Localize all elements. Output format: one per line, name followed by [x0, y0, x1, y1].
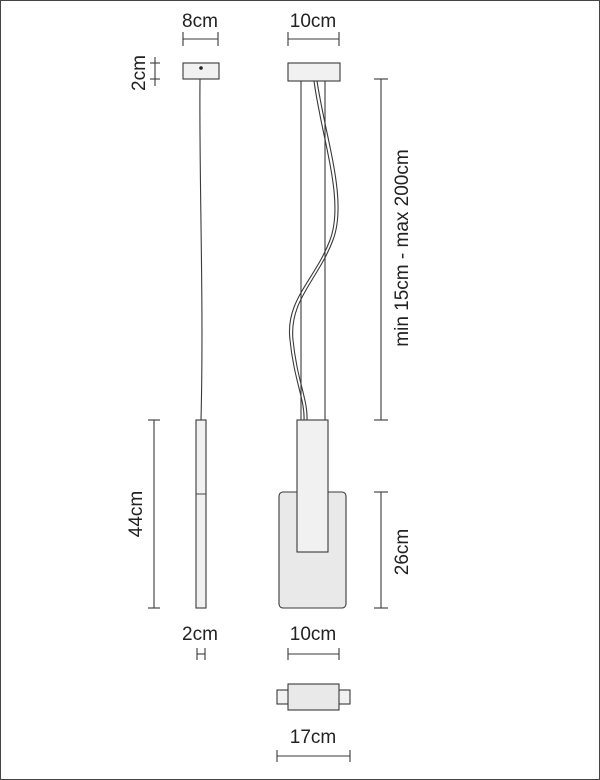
top-view-width-label: 17cm [290, 727, 336, 748]
top-view: 17cm [276, 683, 351, 762]
side-suspension-wire [199, 78, 203, 421]
canopy-screw-icon [199, 66, 203, 70]
canopy-height-label: 2cm [129, 55, 150, 91]
front-view: 10cm 26cm min 15cm - max 200cm 10cm [278, 11, 413, 660]
side-canopy-width-label: 8cm [182, 11, 218, 32]
side-body-depth-label: 2cm [182, 624, 218, 645]
side-canopy [182, 62, 220, 80]
front-lamp-body [296, 419, 329, 553]
side-view: 8cm 2cm 44cm 2cm [126, 11, 220, 660]
side-body-height-label: 44cm [126, 491, 147, 537]
power-cord [288, 80, 336, 421]
front-panel-height-label: 26cm [392, 529, 413, 575]
suspension-length-label: min 15cm - max 200cm [392, 149, 413, 346]
top-view-body [287, 683, 340, 711]
front-body-width-label: 10cm [290, 624, 336, 645]
side-lamp-body [195, 419, 207, 609]
front-canopy [287, 62, 341, 82]
front-canopy-width-label: 10cm [290, 11, 336, 32]
